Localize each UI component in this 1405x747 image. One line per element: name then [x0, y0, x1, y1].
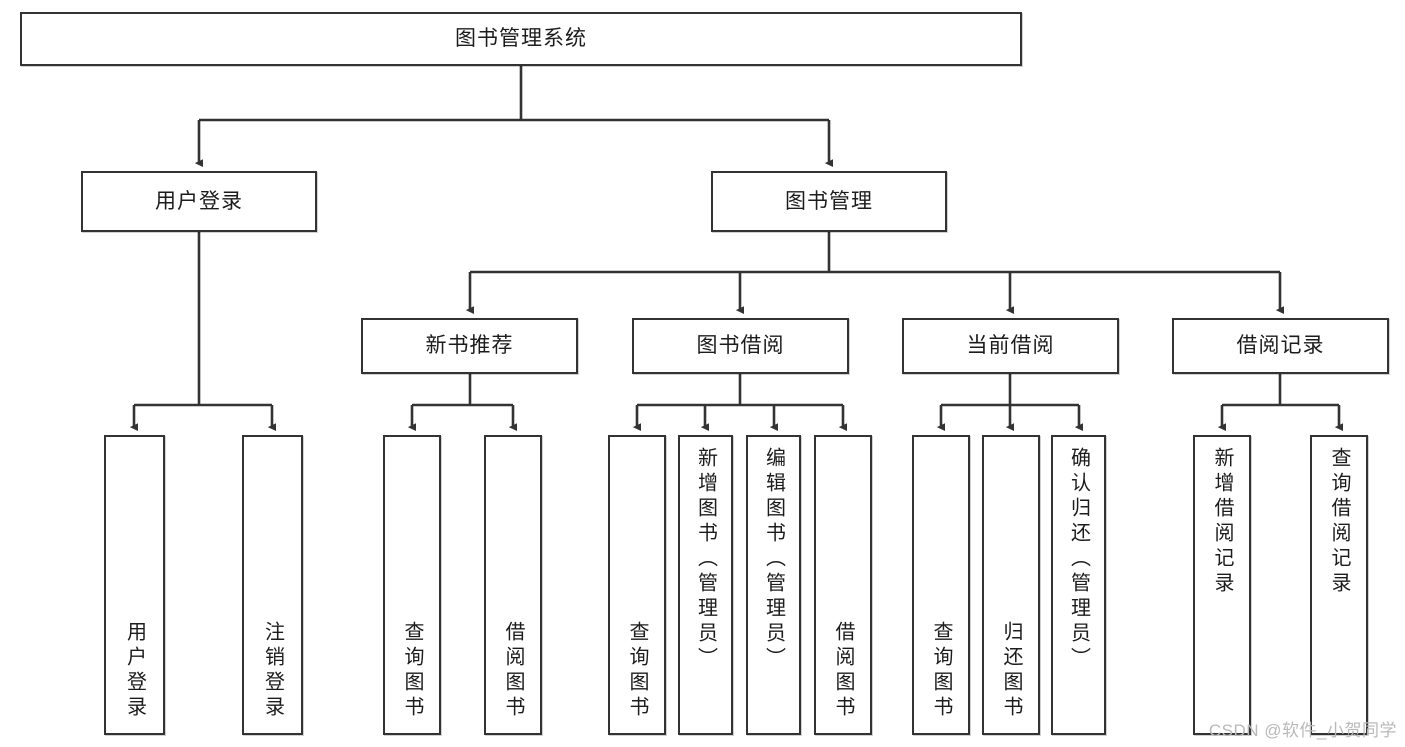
node-label: 编辑图书（管理员）	[762, 447, 785, 672]
node-label: 注销登录	[261, 621, 284, 721]
node-new-book-recommend[interactable]: 新书推荐	[361, 318, 578, 374]
node-label: 图书管理系统	[455, 27, 587, 51]
node-label: 查询图书	[626, 621, 648, 721]
leaf-record-query-record[interactable]: 查询借阅记录	[1310, 435, 1368, 735]
node-root-system[interactable]: 图书管理系统	[20, 12, 1022, 66]
watermark-text: CSDN @软件_小贺同学	[1208, 721, 1397, 740]
leaf-borrow-borrow-book[interactable]: 借阅图书	[814, 435, 872, 735]
node-book-borrow[interactable]: 图书借阅	[632, 318, 849, 374]
node-current-borrow[interactable]: 当前借阅	[902, 318, 1119, 374]
leaf-record-add-record[interactable]: 新增借阅记录	[1193, 435, 1251, 735]
leaf-current-query-book[interactable]: 查询图书	[912, 435, 970, 735]
node-label: 新增借阅记录	[1211, 447, 1233, 597]
node-book-management[interactable]: 图书管理	[711, 171, 947, 232]
node-label: 当前借阅	[966, 334, 1055, 358]
node-borrow-record[interactable]: 借阅记录	[1172, 318, 1389, 374]
node-label: 用户登录	[155, 189, 243, 213]
leaf-recommend-query-book[interactable]: 查询图书	[383, 435, 441, 735]
node-label: 确认归还（管理员）	[1067, 447, 1090, 672]
node-user-login[interactable]: 用户登录	[81, 171, 317, 232]
node-label: 新书推荐	[425, 334, 514, 358]
leaf-borrow-add-book-admin[interactable]: 新增图书（管理员）	[678, 435, 733, 735]
node-label: 图书管理	[785, 189, 873, 213]
leaf-current-return-book[interactable]: 归还图书	[982, 435, 1040, 735]
node-label: 查询图书	[401, 621, 423, 721]
node-label: 新增图书（管理员）	[694, 447, 717, 672]
node-label: 借阅记录	[1236, 334, 1325, 358]
node-label: 借阅图书	[832, 621, 854, 721]
node-label: 查询借阅记录	[1328, 447, 1350, 597]
leaf-user-login[interactable]: 用户登录	[104, 435, 165, 735]
leaf-logout-login[interactable]: 注销登录	[242, 435, 303, 735]
node-label: 图书借阅	[696, 334, 785, 358]
leaf-current-confirm-return-admin[interactable]: 确认归还（管理员）	[1051, 435, 1106, 735]
leaf-borrow-query-book[interactable]: 查询图书	[608, 435, 666, 735]
node-label: 用户登录	[123, 621, 146, 721]
node-label: 查询图书	[930, 621, 952, 721]
node-label: 借阅图书	[502, 621, 524, 721]
leaf-recommend-borrow-book[interactable]: 借阅图书	[484, 435, 542, 735]
node-label: 归还图书	[1000, 621, 1022, 721]
leaf-borrow-edit-book-admin[interactable]: 编辑图书（管理员）	[746, 435, 801, 735]
